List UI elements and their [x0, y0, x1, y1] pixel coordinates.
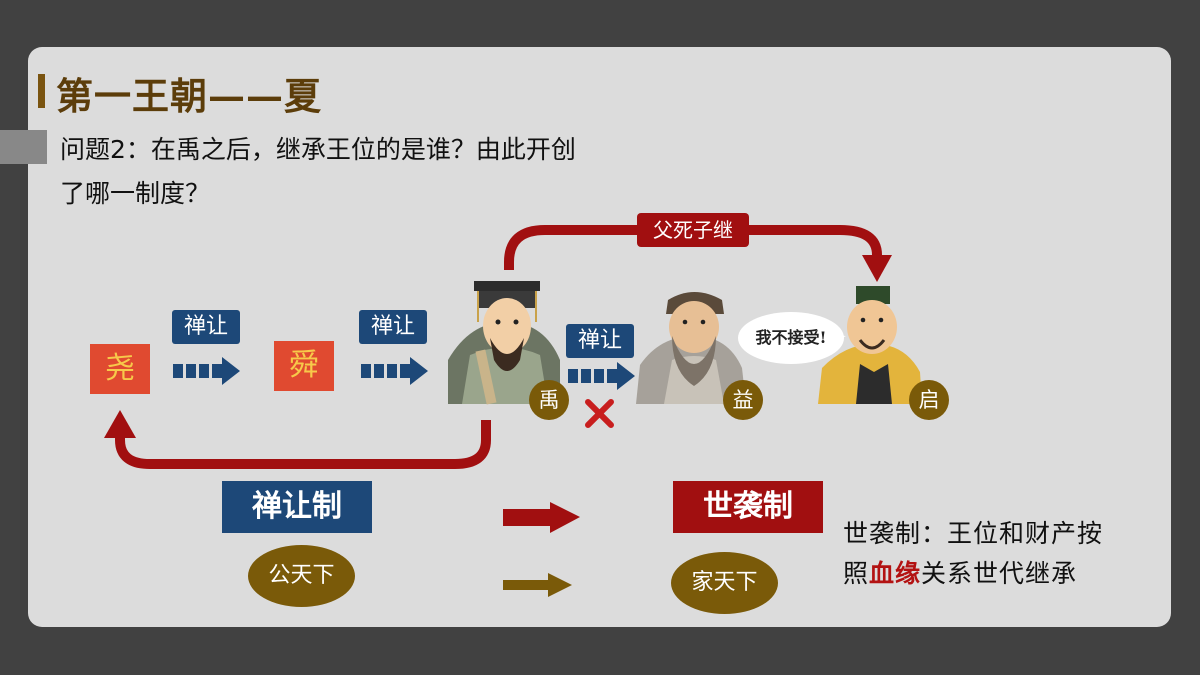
definition-highlight: 血缘 [869, 559, 922, 588]
shanrang-label-1: 禅让 [172, 310, 240, 344]
question-line-2: 了哪一制度？ [60, 179, 211, 208]
side-tab [0, 130, 47, 164]
badge-qi: 启 [909, 380, 949, 420]
shixi-definition: 世袭制：王位和财产按照血缘关系世代继承 [843, 514, 1153, 594]
shanrang-label-2: 禅让 [359, 310, 427, 344]
badge-yu: 禹 [529, 380, 569, 420]
qi-portrait [818, 286, 922, 404]
gong-tianxia-oval: 公天下 [248, 545, 355, 607]
definition-part-3: 关系世代继承 [921, 559, 1078, 588]
name-yao: 尧 [90, 344, 150, 394]
gold-transition-arrow [503, 573, 572, 597]
question-line-1: 问题2：在禹之后，继承王位的是谁？由此开创 [60, 135, 576, 164]
return-arrowhead [104, 410, 136, 438]
definition-part-1: 世袭制：王位和财产按 [843, 519, 1104, 548]
shanrang-label-3: 禅让 [566, 324, 634, 358]
shanrang-arrow-3 [568, 362, 635, 390]
shixi-system-box: 世袭制 [673, 481, 823, 533]
shanrang-system-box: 禅让制 [222, 481, 372, 533]
fu-si-zi-ji-arrowhead [862, 255, 892, 282]
name-shun: 舜 [274, 341, 334, 391]
jia-tianxia-oval: 家天下 [671, 552, 778, 614]
red-transition-arrow [503, 502, 580, 533]
badge-yi: 益 [723, 380, 763, 420]
definition-part-2: 照 [843, 559, 870, 588]
return-arrow [115, 420, 491, 469]
x-mark-icon [585, 399, 614, 428]
yu-portrait [448, 281, 560, 405]
slide-title: 第一王朝——夏 [56, 74, 322, 118]
speech-bubble: 我不接受! [738, 312, 844, 364]
shanrang-arrow-1 [173, 357, 240, 385]
fu-si-zi-ji-label: 父死子继 [637, 213, 749, 247]
question-text: 问题2：在禹之后，继承王位的是谁？由此开创 了哪一制度？ [60, 128, 680, 216]
yi-portrait [636, 292, 746, 404]
title-accent-bar [38, 74, 45, 108]
shanrang-arrow-2 [361, 357, 428, 385]
